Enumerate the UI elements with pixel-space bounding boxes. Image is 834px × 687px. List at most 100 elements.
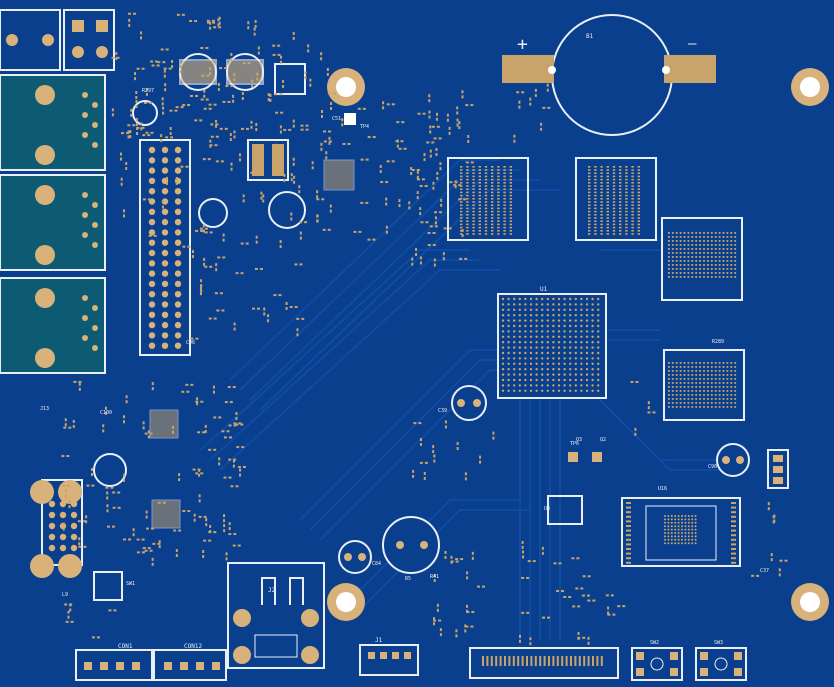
flash-ball bbox=[694, 538, 697, 541]
bga-ball bbox=[585, 297, 589, 301]
fpc-pin bbox=[561, 656, 564, 666]
smd-pad bbox=[223, 524, 226, 528]
memory-pad bbox=[484, 188, 488, 190]
smd-pad bbox=[423, 476, 426, 480]
memory-pad bbox=[625, 214, 628, 216]
smd-pad bbox=[148, 234, 152, 237]
bga-ball bbox=[557, 297, 561, 301]
memory-pad bbox=[668, 390, 670, 392]
memory-pad bbox=[668, 268, 670, 270]
memory-pad bbox=[625, 201, 628, 203]
memory-pad bbox=[683, 244, 686, 246]
smd-pad bbox=[316, 190, 319, 194]
memory-pad bbox=[668, 232, 670, 234]
header-pin bbox=[174, 311, 182, 318]
flash-ball bbox=[687, 528, 690, 531]
smd-pad bbox=[145, 87, 148, 91]
memory-pad bbox=[466, 214, 469, 216]
smd-pad bbox=[461, 90, 464, 94]
memory-pad bbox=[718, 244, 721, 246]
memory-pad bbox=[491, 172, 494, 174]
memory-pad bbox=[503, 178, 506, 181]
smd-pad bbox=[432, 244, 436, 247]
smd-pad bbox=[516, 91, 520, 94]
memory-pad bbox=[625, 194, 628, 197]
memory-pad bbox=[606, 217, 609, 219]
memory-pad bbox=[710, 236, 713, 238]
smd-pad bbox=[607, 606, 610, 610]
flash-side-pad bbox=[731, 543, 736, 546]
fpc-pin bbox=[512, 656, 515, 666]
flash-ball bbox=[691, 532, 694, 534]
memory-pad bbox=[679, 378, 682, 380]
memory-pad bbox=[726, 366, 729, 368]
memory-pad bbox=[699, 252, 701, 254]
memory-pad bbox=[683, 398, 686, 400]
smd-pad bbox=[439, 167, 442, 171]
smd-pad bbox=[529, 97, 532, 101]
smd-pad bbox=[196, 402, 199, 406]
bga-ball bbox=[597, 341, 600, 344]
memory-pad bbox=[484, 204, 488, 206]
flash-side-pad bbox=[731, 515, 736, 518]
bga-ball bbox=[597, 378, 600, 382]
bga-ball bbox=[541, 378, 544, 382]
smd-pad bbox=[174, 109, 178, 112]
db-pin bbox=[59, 544, 67, 552]
memory-pad bbox=[687, 374, 690, 376]
bga-ball bbox=[513, 389, 516, 392]
bga-ball bbox=[529, 351, 533, 355]
memory-pad bbox=[460, 204, 463, 206]
bga-ball bbox=[546, 357, 549, 360]
smd-pad bbox=[282, 79, 285, 83]
memory-pad bbox=[679, 382, 682, 384]
smd-pad bbox=[385, 225, 388, 229]
memory-pad bbox=[734, 386, 737, 388]
smd-pad bbox=[470, 104, 474, 107]
smd-pad bbox=[64, 418, 67, 422]
memory-pad bbox=[675, 386, 678, 388]
memory-pad bbox=[734, 252, 737, 254]
memory-pad bbox=[695, 366, 698, 368]
fpc-pin bbox=[499, 656, 502, 666]
memory-pad bbox=[691, 390, 694, 392]
smd-pad bbox=[408, 201, 411, 205]
smd-pad bbox=[534, 88, 537, 92]
smd-pad bbox=[316, 214, 319, 218]
memory-pad bbox=[710, 248, 713, 250]
memory-pad bbox=[687, 240, 690, 242]
memory-pad bbox=[509, 175, 512, 178]
memory-pad bbox=[619, 188, 622, 190]
smd-pad bbox=[217, 87, 220, 91]
bga-ball bbox=[591, 330, 594, 333]
memory-pad bbox=[631, 175, 634, 178]
flash-side-pad bbox=[626, 515, 631, 518]
memory-pad bbox=[460, 233, 463, 235]
flash-ball bbox=[687, 518, 690, 521]
memory-pad bbox=[612, 214, 616, 216]
memory-pad bbox=[612, 223, 616, 226]
smd-pad bbox=[433, 459, 436, 463]
smd-pad bbox=[161, 200, 164, 204]
flash-ball bbox=[664, 528, 666, 531]
smd-pad bbox=[440, 198, 443, 202]
smd-pad bbox=[479, 460, 482, 464]
header-pin bbox=[148, 167, 156, 174]
smd-pad bbox=[416, 175, 419, 179]
smd-pad bbox=[382, 101, 385, 105]
smd-pad bbox=[190, 94, 194, 97]
bga-ball bbox=[535, 373, 538, 376]
smd-pad bbox=[778, 568, 781, 572]
smd-pad bbox=[240, 423, 244, 426]
smd-pad bbox=[770, 558, 773, 562]
smd-pad bbox=[238, 158, 241, 162]
smd-pad bbox=[456, 118, 459, 122]
smd-pad bbox=[162, 111, 165, 115]
bga-ball bbox=[585, 362, 589, 365]
bga-ball bbox=[524, 324, 527, 328]
smd-pad bbox=[187, 510, 191, 513]
memory-pad bbox=[718, 366, 721, 368]
smd-pad bbox=[466, 604, 469, 608]
bga-ball bbox=[524, 341, 527, 344]
memory-pad bbox=[726, 362, 729, 364]
